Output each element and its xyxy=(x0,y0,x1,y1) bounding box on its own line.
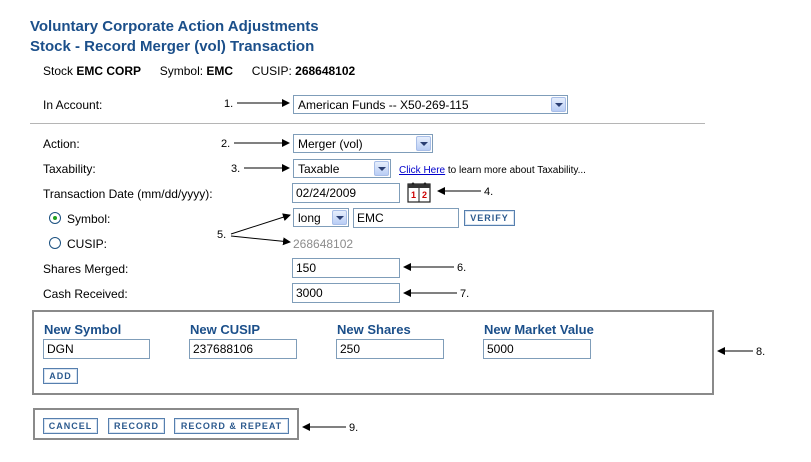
symbol-type-value: long xyxy=(298,211,321,225)
callout-1: 1. xyxy=(224,98,234,110)
action-select[interactable]: Merger (vol) xyxy=(293,134,433,153)
callout-4: 4. xyxy=(484,186,494,198)
new-security-panel xyxy=(32,310,714,395)
new-symbol-header: New Symbol xyxy=(44,322,122,337)
arrow-5a xyxy=(230,213,291,235)
cusip-radio-label: CUSIP: xyxy=(67,237,108,251)
symbol-radio[interactable] xyxy=(49,212,61,224)
callout-9: 9. xyxy=(349,422,359,434)
svg-text:2: 2 xyxy=(422,190,427,200)
symbol-type-select[interactable]: long xyxy=(293,208,349,227)
stock-info: Stock EMC CORP Symbol: EMC CUSIP: 268648… xyxy=(43,64,355,79)
divider xyxy=(30,123,705,124)
cash-input[interactable]: 3000 xyxy=(292,283,400,303)
new-market-value-header: New Market Value xyxy=(484,322,594,337)
record-repeat-button[interactable]: RECORD & REPEAT xyxy=(174,418,289,434)
symbol-radio-label: Symbol: xyxy=(67,212,111,226)
new-cusip-header: New CUSIP xyxy=(190,322,261,337)
taxability-label: Taxability: xyxy=(43,162,96,176)
cusip-radio[interactable] xyxy=(49,237,61,249)
taxability-help-text: to learn more about Taxability... xyxy=(447,165,586,176)
svg-text:1: 1 xyxy=(411,190,416,200)
cancel-button[interactable]: CANCEL xyxy=(43,418,98,434)
cash-label: Cash Received: xyxy=(43,287,128,301)
new-market-value-input[interactable]: 5000 xyxy=(483,339,591,359)
taxability-help: Click Here to learn more about Taxabilit… xyxy=(399,165,586,176)
chevron-down-icon[interactable] xyxy=(551,97,566,112)
new-cusip-input[interactable]: 237688106 xyxy=(189,339,297,359)
date-label: Transaction Date (mm/dd/yyyy): xyxy=(43,187,213,201)
callout-3: 3. xyxy=(231,163,241,175)
account-select[interactable]: American Funds -- X50-269-115 xyxy=(293,95,568,114)
chevron-down-icon[interactable] xyxy=(374,161,389,176)
callout-5: 5. xyxy=(217,229,227,241)
cusip-value: 268648102 xyxy=(295,64,356,78)
account-label: In Account: xyxy=(43,98,103,112)
record-button[interactable]: RECORD xyxy=(108,418,165,434)
action-buttons-panel xyxy=(33,408,299,440)
page-title: Voluntary Corporate Action Adjustments xyxy=(30,18,319,35)
date-input[interactable]: 02/24/2009 xyxy=(292,183,400,203)
chevron-down-icon[interactable] xyxy=(416,136,431,151)
stock-label: Stock xyxy=(43,64,74,78)
callout-8: 8. xyxy=(756,346,766,358)
taxability-help-link[interactable]: Click Here xyxy=(399,165,446,176)
new-shares-input[interactable]: 250 xyxy=(336,339,444,359)
symbol-value: EMC xyxy=(206,64,234,78)
callout-2: 2. xyxy=(221,138,231,150)
taxability-select-value: Taxable xyxy=(298,162,340,176)
page-subtitle: Stock - Record Merger (vol) Transaction xyxy=(30,38,315,55)
new-symbol-input[interactable]: DGN xyxy=(43,339,150,359)
callout-7: 7. xyxy=(460,288,470,300)
action-label: Action: xyxy=(43,137,80,151)
verify-button[interactable]: VERIFY xyxy=(464,210,515,226)
callout-6: 6. xyxy=(457,262,467,274)
shares-label: Shares Merged: xyxy=(43,262,129,276)
calendar-icon[interactable]: 1 2 xyxy=(407,182,431,203)
add-button[interactable]: ADD xyxy=(43,368,78,384)
cusip-label: CUSIP: xyxy=(251,64,292,78)
new-shares-header: New Shares xyxy=(337,322,411,337)
chevron-down-icon[interactable] xyxy=(332,210,347,225)
cusip-disabled-value: 268648102 xyxy=(293,237,354,251)
symbol-input[interactable]: EMC xyxy=(353,208,459,228)
action-select-value: Merger (vol) xyxy=(298,137,363,151)
account-select-value: American Funds -- X50-269-115 xyxy=(298,98,469,112)
symbol-label: Symbol: xyxy=(159,64,204,78)
shares-input[interactable]: 150 xyxy=(292,258,400,278)
stock-name: EMC CORP xyxy=(76,64,142,78)
taxability-select[interactable]: Taxable xyxy=(293,159,391,178)
arrow-5b xyxy=(230,235,291,246)
